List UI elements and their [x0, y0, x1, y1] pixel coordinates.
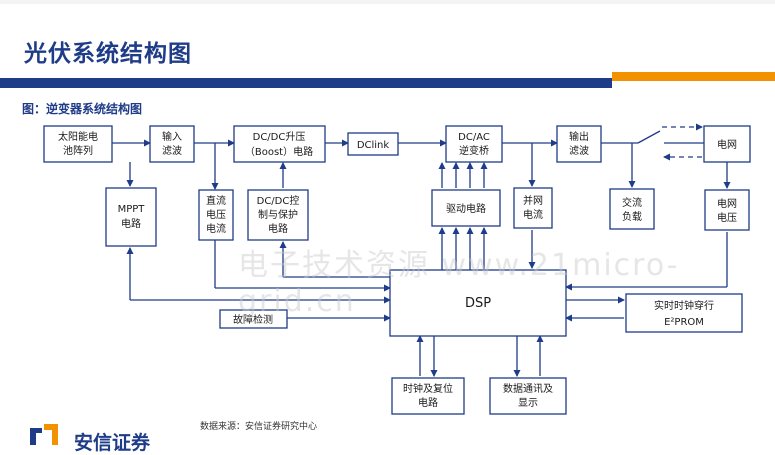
box-boost-line2: （Boost）电路 [245, 145, 313, 158]
data-source: 数据来源：安信证券研究中心 [200, 422, 318, 432]
figure-caption: 图：逆变器系统结构图 [22, 102, 143, 116]
box-dcdc-control-line1: DC/DC控 [257, 194, 300, 207]
box-input-filter: 输入 滤波 [149, 125, 195, 163]
box-grid-voltage-line1: 电网 [717, 197, 737, 210]
box-driver-label: 驱动电路 [446, 202, 486, 215]
box-rtc-eeprom: 实时时钟穿行 E²PROM [625, 293, 743, 333]
box-mppt-line2: 电路 [121, 217, 141, 230]
box-dclink-label: DClink [357, 140, 390, 151]
box-fault-detect-label: 故障检测 [233, 313, 273, 326]
inverter-structure-diagram: 太阳能电 池阵列 输入 滤波 DC/DC升压 （Boost）电路 DClink … [43, 123, 751, 415]
box-dcac: DC/AC 逆变桥 [445, 125, 503, 163]
page-title: 光伏系统结构图 [24, 41, 192, 67]
box-mppt: MPPT 电路 [105, 187, 157, 247]
top-border [0, 0, 775, 4]
box-grid-label: 电网 [717, 138, 737, 151]
box-grid-current-sense: 并网 电流 [513, 187, 553, 229]
box-input-filter-line2: 滤波 [162, 144, 182, 157]
box-output-filter-line2: 滤波 [569, 144, 589, 157]
connectors [112, 123, 731, 377]
box-boost-line1: DC/DC升压 [253, 131, 306, 143]
box-grid-voltage-line2: 电压 [717, 211, 737, 224]
box-grid-current-line2: 电流 [523, 208, 543, 221]
box-dclink: DClink [347, 132, 399, 156]
box-comm-line1: 数据通讯及 [503, 382, 553, 395]
box-boost: DC/DC升压 （Boost）电路 [233, 125, 326, 163]
box-ac-load-line1: 交流 [622, 196, 642, 209]
box-ac-load-line2: 负载 [622, 210, 642, 223]
box-dc-current-line2: 电压 [206, 208, 226, 221]
box-fault-detect: 故障检测 [219, 309, 288, 329]
box-pv-array-line1: 太阳能电 [58, 130, 98, 143]
box-output-filter-line1: 输出 [569, 130, 589, 143]
box-comm-display: 数据通讯及 显示 [489, 377, 567, 415]
box-mppt-line1: MPPT [118, 204, 146, 215]
box-dcac-line1: DC/AC [458, 132, 490, 143]
box-pv-array-line2: 池阵列 [63, 144, 93, 157]
box-ac-load: 交流 负载 [609, 188, 655, 230]
box-dc-current-sense: 直流 电压 电流 [198, 189, 234, 241]
box-dc-current-line1: 直流 [206, 194, 226, 207]
box-pv-array: 太阳能电 池阵列 [43, 125, 113, 163]
box-grid-voltage: 电网 电压 [704, 189, 750, 231]
watermark: 电子技术资源 www.21micro-grid.cn [238, 248, 680, 319]
box-input-filter-line1: 输入 [162, 130, 182, 143]
box-clock-reset-line1: 时钟及复位 [403, 382, 453, 395]
box-clock-reset-line2: 电路 [418, 396, 438, 409]
box-dsp-label: DSP [465, 296, 491, 311]
box-dcdc-control: DC/DC控 制与保护 电路 [247, 189, 309, 241]
brand-name: 安信证券 [74, 432, 151, 454]
box-rtc-line1: 实时时钟穿行 [654, 299, 714, 312]
box-grid: 电网 [703, 125, 751, 163]
box-dc-current-line3: 电流 [206, 222, 226, 235]
title-underline-bar [0, 78, 612, 88]
box-dcdc-control-line3: 电路 [268, 222, 288, 235]
box-clock-reset: 时钟及复位 电路 [391, 377, 465, 415]
box-dsp: DSP [389, 269, 567, 337]
box-output-filter: 输出 滤波 [556, 125, 602, 163]
accent-bar [612, 72, 775, 81]
box-grid-current-line1: 并网 [523, 194, 543, 207]
box-comm-line2: 显示 [518, 397, 538, 409]
box-dcdc-control-line2: 制与保护 [258, 208, 298, 221]
brand-mark-icon [30, 424, 58, 445]
box-dcac-line2: 逆变桥 [459, 144, 489, 157]
box-rtc-line2: E²PROM [664, 317, 704, 328]
brand-logo: 安信证券 [28, 418, 208, 454]
box-driver: 驱动电路 [431, 189, 501, 227]
